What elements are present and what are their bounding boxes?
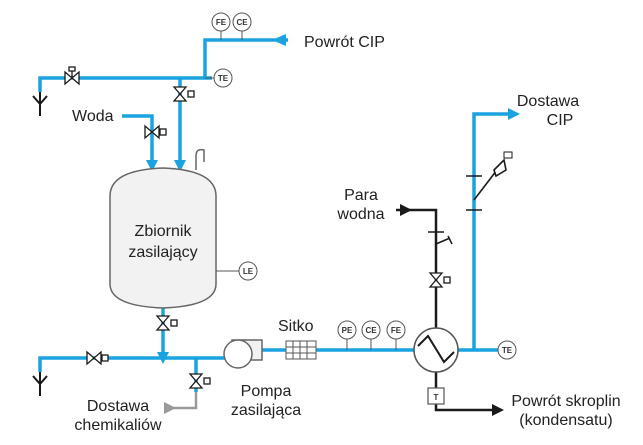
label-pompa-2: zasilająca	[231, 402, 301, 419]
inst-pe-bottom: PE	[337, 320, 357, 350]
svg-text:CE: CE	[236, 18, 248, 27]
svg-text:LE: LE	[243, 267, 254, 276]
arrow-cip-return	[272, 34, 286, 46]
valve-chemical	[188, 373, 211, 389]
arrow-steam-in	[400, 204, 412, 216]
inst-fe-top: FE	[211, 12, 231, 40]
inst-te-right: TE	[497, 340, 517, 360]
valve-tank-outlet	[155, 315, 178, 331]
lower-feed-line	[38, 356, 232, 372]
cip-supply-riser	[472, 112, 514, 350]
label-chem-2: chemikaliów	[74, 417, 162, 434]
arrow-branch-down	[174, 160, 186, 172]
trap-tag: T	[434, 393, 439, 402]
svg-text:PE: PE	[342, 326, 353, 335]
label-dostawa-cip-2: CIP	[547, 112, 574, 129]
valves	[64, 66, 451, 389]
heat-exchanger	[413, 327, 459, 373]
inst-ce-top: CE	[232, 12, 252, 40]
cip-return-to-drain	[38, 76, 212, 92]
feed-tank	[109, 148, 217, 309]
valve-lower-drain	[86, 350, 109, 366]
drain-top-left	[32, 92, 48, 116]
steam-feed-line	[396, 208, 438, 330]
label-para-2: wodna	[336, 206, 384, 223]
inst-te-top: TE	[205, 68, 233, 88]
label-kond-1: Powrót skroplin	[511, 393, 620, 410]
steam-control-valve	[428, 231, 453, 250]
instruments: FE CE TE LE PE CE FE	[205, 12, 517, 360]
valve-return-drain	[64, 66, 80, 86]
feed-pump	[223, 339, 263, 369]
label-sitko: Sitko	[278, 318, 314, 335]
condensate-line	[434, 370, 498, 412]
svg-text:FE: FE	[216, 18, 227, 27]
label-para-1: Para	[344, 187, 378, 204]
cip-relief-valve	[466, 158, 507, 211]
label-tank-2: zasilający	[128, 244, 197, 261]
tank-vent	[195, 148, 205, 170]
arrow-chem-in	[164, 402, 176, 414]
svg-text:CE: CE	[365, 326, 377, 335]
drain-bottom-left	[32, 372, 48, 396]
label-woda: Woda	[72, 108, 114, 125]
label-pompa-1: Pompa	[241, 383, 292, 400]
label-kond-2: (kondensatu)	[519, 412, 612, 429]
label-tank-1: Zbiornik	[135, 223, 193, 240]
valve-cip-branch	[172, 86, 195, 102]
label-chem-1: Dostawa	[87, 398, 149, 415]
svg-text:TE: TE	[502, 346, 513, 355]
arrow-cip-supply	[508, 108, 520, 120]
cip-arrows	[146, 34, 520, 364]
inst-ce-bottom: CE	[361, 320, 381, 350]
relief-valve-mark	[503, 151, 513, 159]
chem-feed-line	[170, 392, 198, 410]
water-feed-line	[122, 114, 154, 165]
chemical-line	[170, 392, 198, 410]
svg-text:FE: FE	[391, 326, 402, 335]
drains	[32, 92, 48, 396]
valve-water	[144, 124, 167, 140]
inst-fe-bottom: FE	[386, 320, 406, 350]
pump-impeller	[223, 339, 253, 369]
arrow-condensate-out	[492, 404, 504, 416]
label-dostawa-cip-1: Dostawa	[517, 93, 579, 110]
svg-text:TE: TE	[218, 74, 229, 83]
tank-body	[109, 167, 217, 309]
valve-steam-lower	[428, 272, 451, 288]
arrow-water-down	[146, 160, 158, 172]
inst-le: LE	[216, 261, 258, 281]
arrow-outlet-down	[157, 352, 169, 364]
label-powrot-cip: Powrót CIP	[304, 34, 385, 51]
cip-return-header	[203, 38, 288, 78]
strainer	[285, 340, 317, 360]
labels: Powrót CIP Woda Zbiornik zasilający Sitk…	[72, 34, 621, 434]
steam-trap: T	[427, 387, 445, 405]
